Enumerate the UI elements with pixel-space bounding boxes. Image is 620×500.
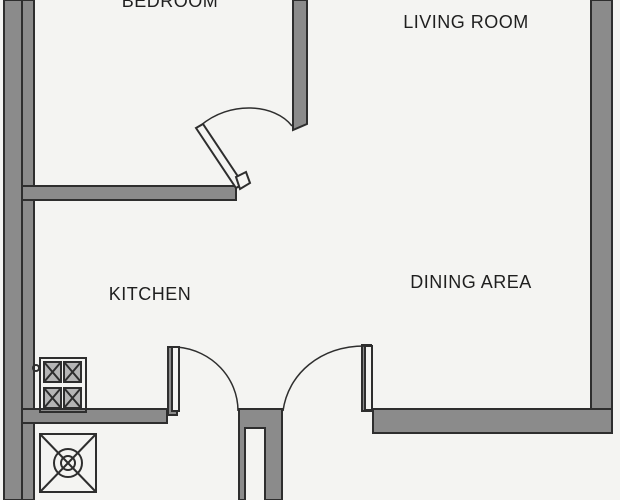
stove-diagonals [39, 433, 97, 493]
dining-area-label: DINING AREA [410, 272, 532, 292]
door-kitchen [171, 346, 239, 412]
door-bedroom [194, 107, 293, 191]
hob-knob [32, 364, 40, 372]
stove-burners-icon [32, 357, 87, 413]
kitchen-label: KITCHEN [108, 284, 192, 304]
hob-outline [39, 357, 87, 413]
bedroom-door-swing [199, 107, 293, 127]
kitchen-door-swing [176, 346, 239, 412]
stove-ring-outer [53, 448, 83, 478]
stove-icon [39, 433, 97, 493]
right-exterior-wall [590, 0, 613, 426]
living-room-label: LIVING ROOM [403, 12, 529, 32]
stove-ring-inner [60, 455, 76, 471]
left-exterior-wall [3, 0, 23, 500]
bedroom-walls [21, 0, 308, 201]
bedroom-left-wall [21, 0, 35, 189]
door-dining [282, 345, 373, 412]
stove-outline [39, 433, 97, 493]
bedroom-right-wall [292, 0, 308, 132]
bedroom-label: BEDROOM [121, 0, 219, 11]
kitchen-door-leaf [171, 346, 180, 412]
corridor-wall [238, 408, 283, 500]
dining-door-swing [282, 345, 366, 412]
bedroom-door-leaf-right [234, 170, 252, 191]
burner-crosses [43, 361, 82, 409]
bottom-right-wall [372, 408, 613, 434]
kitchen-left-wall [21, 199, 35, 500]
dining-door-leaf [364, 345, 373, 411]
bedroom-bottom-wall [21, 185, 237, 201]
